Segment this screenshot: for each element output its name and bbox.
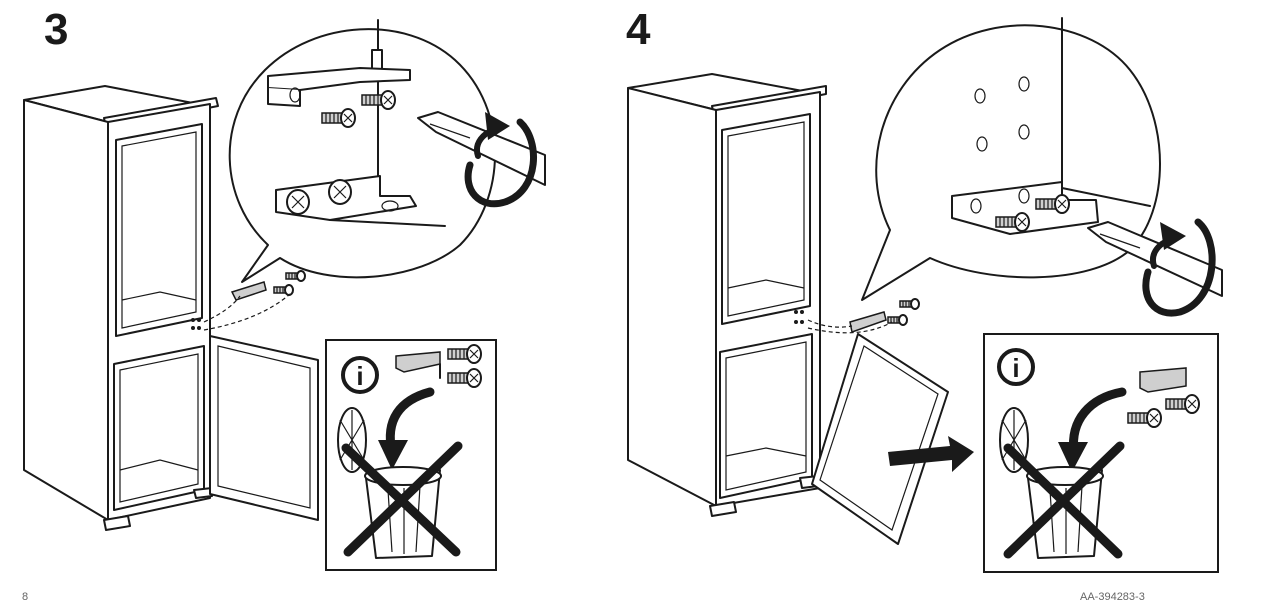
step-3-removed-hinge xyxy=(203,270,306,331)
step-4-number: 4 xyxy=(626,5,651,54)
screwdriver-icon xyxy=(417,111,546,186)
hinge-bracket-icon xyxy=(1139,367,1187,393)
info-glyph: i xyxy=(356,361,363,391)
step-4-fridge xyxy=(627,73,949,545)
step-3-detail-bubble xyxy=(228,19,496,283)
step-4-removed-hinge xyxy=(807,298,920,334)
step-4-detail-bubble xyxy=(861,17,1161,301)
document-code: AA-394283-3 xyxy=(1080,591,1145,603)
step-3-info-box: i xyxy=(325,339,497,571)
step-3-fridge xyxy=(23,85,319,531)
rotate-arrow-icon xyxy=(1142,218,1216,317)
rotate-arrow-icon xyxy=(464,112,537,208)
hinge-bracket-icon xyxy=(395,351,441,379)
cross-out-icon xyxy=(1003,441,1125,559)
info-icon: i xyxy=(341,356,379,394)
info-icon: i xyxy=(997,348,1035,386)
info-glyph: i xyxy=(1012,353,1019,383)
step-4-info-box: i xyxy=(983,333,1219,573)
cross-out-icon xyxy=(341,441,463,557)
page-number: 8 xyxy=(22,591,29,603)
step-3-number: 3 xyxy=(44,5,69,54)
push-arrow-icon xyxy=(888,436,974,472)
